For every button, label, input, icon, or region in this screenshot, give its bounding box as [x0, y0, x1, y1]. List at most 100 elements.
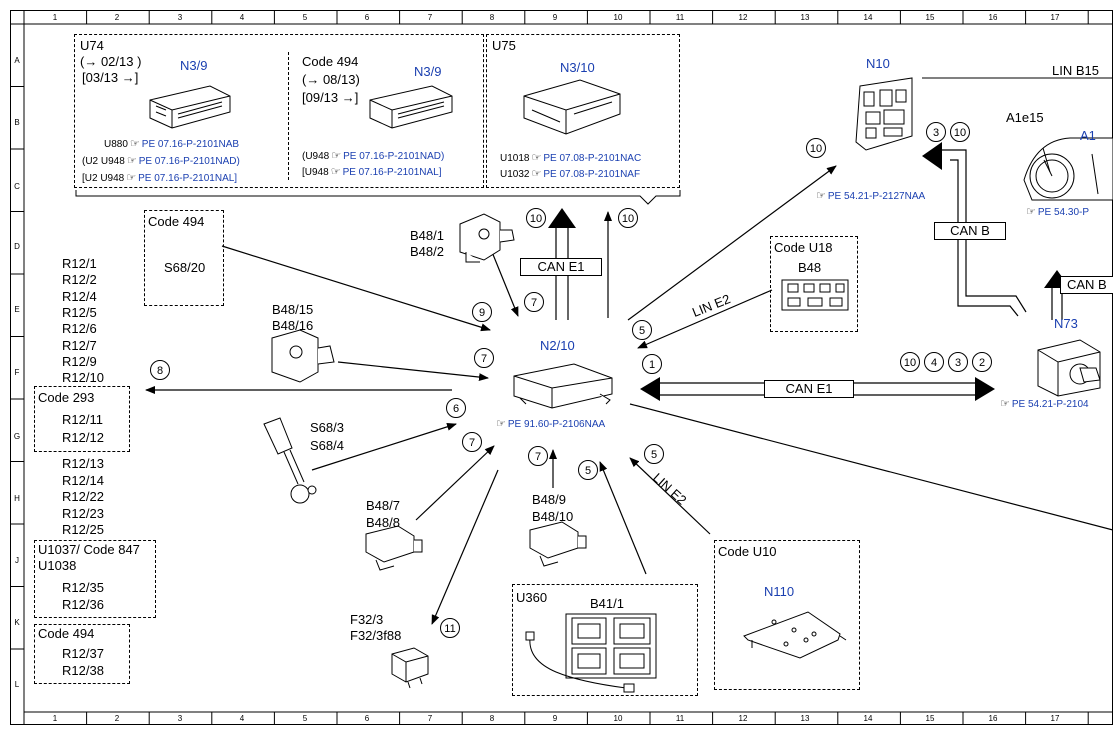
reference-code[interactable]: PE 07.16-P-2101NAB	[141, 139, 240, 150]
arrow-n10	[627, 165, 837, 321]
row-label: B	[14, 118, 20, 127]
column-label: 10	[613, 714, 623, 723]
row-label: J	[15, 556, 19, 565]
row-label: D	[14, 242, 20, 251]
reference-code[interactable]: PE 07.08-P-2101NAC	[543, 153, 642, 164]
can-e1-right-arrowhead	[975, 377, 995, 401]
b48-2-label: B48/2	[410, 244, 444, 259]
resistor-label: R12/22	[62, 489, 104, 504]
top-group-brace	[75, 190, 681, 205]
u360-title: U360	[516, 590, 548, 605]
box-engine-ecu-group	[74, 34, 484, 188]
arrow-b48-1	[491, 251, 519, 317]
arrow-s68-20	[221, 245, 491, 332]
reference-code[interactable]: PE 07.16-P-2101NAD)	[343, 151, 445, 162]
arrow-b48-7	[415, 445, 495, 521]
arrow-u10	[629, 457, 711, 535]
column-label: 10	[613, 13, 623, 22]
a1-reference[interactable]: ☞PE 54.30-P	[1026, 205, 1090, 219]
column-label: 14	[863, 13, 873, 22]
row-label: G	[13, 432, 21, 441]
circle-9: 9	[472, 302, 492, 322]
reference-prefix: (U948	[302, 151, 330, 162]
reference-prefix: (U2 U948	[82, 156, 125, 167]
b48-16-label: B48/16	[272, 318, 314, 333]
ignition-switch-drawing	[1037, 339, 1101, 397]
column-label: 11	[675, 714, 685, 723]
reference-code[interactable]: PE 07.16-P-2101NAD)	[138, 156, 240, 167]
b48-9-label: B48/9	[532, 492, 566, 507]
resistor-label: R12/9	[62, 353, 97, 369]
f32-3-label: F32/3	[350, 612, 384, 627]
a1e15-label: A1e15	[1006, 110, 1044, 125]
resistor-label: R12/13	[62, 456, 104, 471]
row-label: K	[14, 618, 20, 627]
ecu-n3-10-drawing	[523, 79, 621, 135]
reference-link[interactable]: U1032☞PE 07.08-P-2101NAF	[500, 168, 640, 181]
reference-hand-icon: ☞	[531, 151, 542, 164]
resistor-label: R12/5	[62, 304, 97, 320]
u74-date2: [03/13 →]	[82, 70, 139, 85]
reference-code[interactable]: PE 07.16-P-2101NAL]	[342, 167, 442, 178]
n10-reference[interactable]: ☞PE 54.21-P-2127NAA	[816, 189, 926, 203]
n2-10-reference[interactable]: ☞PE 91.60-P-2106NAA	[496, 417, 606, 431]
reference-hand-icon: ☞	[1000, 397, 1010, 410]
column-label: 15	[925, 13, 935, 22]
column-label: 11	[675, 13, 685, 22]
ecu-n3-9-left-drawing	[149, 85, 231, 129]
reference-link[interactable]: (U2 U948☞PE 07.16-P-2101NAD)	[82, 155, 240, 168]
reference-prefix: U1018	[500, 153, 530, 164]
box-u1037	[34, 540, 156, 618]
antenna-b41-1-drawing	[525, 613, 657, 693]
column-label: 5	[302, 13, 308, 22]
n73-reference[interactable]: ☞PE 54.21-P-2104	[1000, 397, 1089, 411]
reference-code[interactable]: PE 07.08-P-2101NAF	[543, 169, 641, 180]
resistor-label: R12/23	[62, 505, 104, 521]
code494-top-title: Code 494	[302, 54, 359, 69]
reference-link[interactable]: [U2 U948☞PE 07.16-P-2101NAL]	[82, 172, 237, 185]
column-label: 8	[489, 13, 495, 22]
r12-11-label: R12/11	[62, 412, 103, 427]
circle-4-right: 4	[924, 352, 944, 372]
arrow-u360	[599, 461, 647, 575]
column-label: 3	[177, 714, 183, 723]
module-n110-drawing	[743, 611, 847, 659]
code494-s68-title: Code 494	[148, 214, 205, 229]
can-b-label: CAN B	[934, 222, 1006, 240]
code494-r12-title: Code 494	[38, 626, 95, 641]
arrow-f32	[431, 469, 499, 625]
circle-5-c: 5	[644, 444, 664, 464]
resistor-label: R12/25	[62, 522, 104, 537]
circle-10-n10: 10	[806, 138, 826, 158]
circle-8: 8	[150, 360, 170, 380]
column-label: 13	[800, 13, 810, 22]
circle-10-b: 10	[618, 208, 638, 228]
u74-date1: (→ 02/13 )	[80, 54, 142, 69]
a1-label: A1	[1080, 128, 1096, 143]
box-code-u10	[714, 540, 860, 690]
reference-link[interactable]: [U948☞PE 07.16-P-2101NAL]	[302, 166, 442, 179]
reference-code[interactable]: PE 07.16-P-2101NAL]	[138, 173, 238, 184]
b48-7-label: B48/7	[366, 498, 400, 513]
row-label: A	[14, 56, 20, 65]
box-code494-r12	[34, 624, 130, 684]
can-b-arrowhead	[922, 142, 942, 170]
reference-hand-icon: ☞	[1026, 205, 1036, 218]
circle-10-top: 10	[950, 122, 970, 142]
reference-link[interactable]: (U948☞PE 07.16-P-2101NAD)	[302, 150, 444, 163]
circle-1: 1	[642, 354, 662, 374]
circle-10-a: 10	[526, 208, 546, 228]
row-label: E	[14, 305, 20, 314]
reference-link[interactable]: U880☞PE 07.16-P-2101NAB	[104, 138, 239, 151]
resistor-label: R12/10	[62, 370, 104, 386]
instrument-cluster-drawing	[1023, 137, 1113, 201]
box-code293	[34, 386, 130, 452]
n10-label: N10	[866, 56, 890, 71]
box-code494-s68	[144, 210, 224, 306]
reference-link[interactable]: U1018☞PE 07.08-P-2101NAC	[500, 152, 641, 165]
resistor-label: R12/4	[62, 288, 97, 304]
n110-label: N110	[764, 584, 795, 599]
circle-3-right: 3	[948, 352, 968, 372]
